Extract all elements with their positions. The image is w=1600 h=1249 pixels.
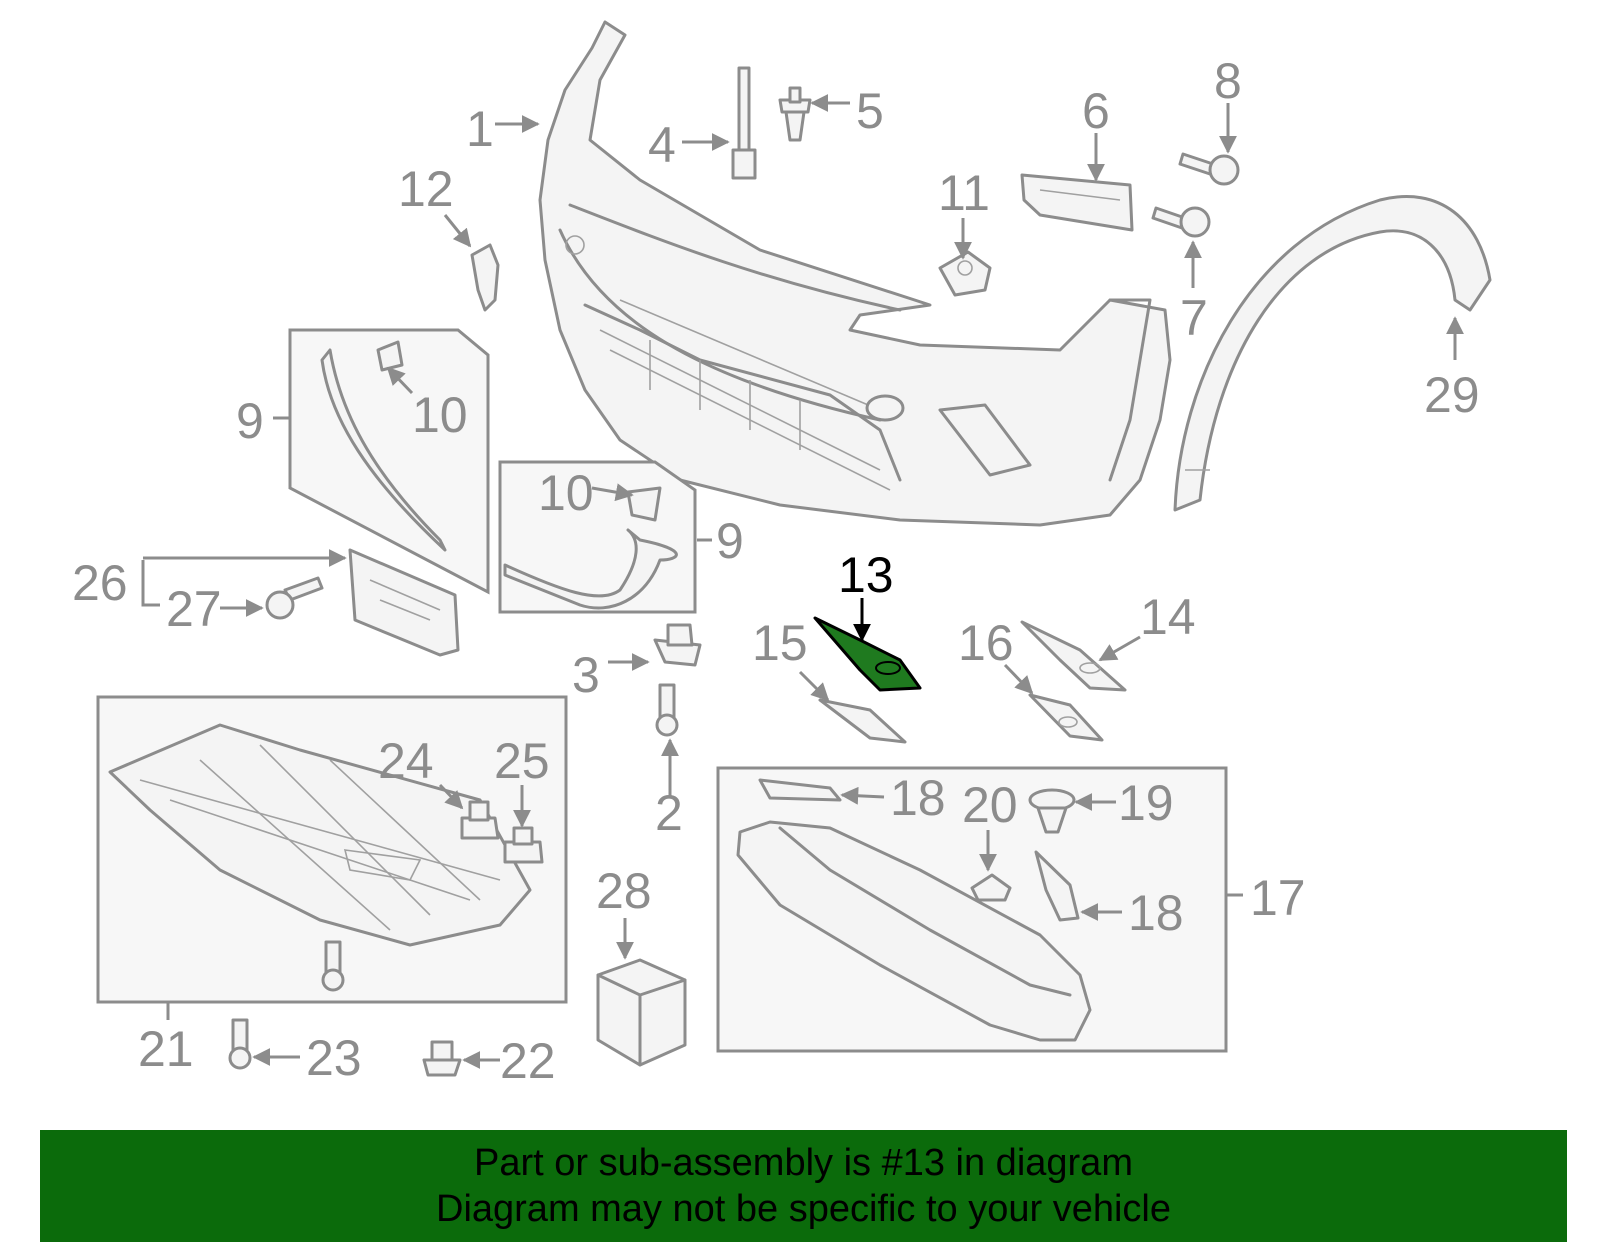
molding-box-left	[288, 328, 490, 595]
banner-line-1: Part or sub-assembly is #13 in diagram	[474, 1142, 1133, 1184]
clip-22[interactable]	[422, 1040, 462, 1077]
callout-23: 23	[306, 1030, 362, 1086]
callout-28: 28	[596, 863, 652, 919]
callout-3: 3	[572, 647, 600, 703]
bolt-7[interactable]	[1151, 206, 1211, 238]
clip-19[interactable]	[1028, 788, 1076, 834]
callout-29: 29	[1424, 367, 1480, 423]
clip-25[interactable]	[503, 826, 544, 864]
bolt-8[interactable]	[1178, 152, 1240, 186]
part-18-lower[interactable]	[1034, 850, 1080, 922]
molding-box-center	[498, 460, 697, 614]
bolt-2[interactable]	[655, 683, 679, 737]
license-bracket-26[interactable]	[348, 548, 460, 657]
sensor-28[interactable]	[596, 958, 687, 1067]
callout-11: 11	[938, 165, 990, 221]
part-18-upper[interactable]	[758, 778, 842, 802]
nut-20[interactable]	[970, 873, 1012, 902]
bumper-cover[interactable]	[538, 20, 1172, 527]
callout-22: 22	[500, 1033, 556, 1089]
part-16[interactable]	[1028, 693, 1104, 742]
bolt-23[interactable]	[228, 1018, 252, 1070]
callout-2: 2	[655, 785, 683, 841]
callout-21: 21	[138, 1021, 194, 1077]
clip-5[interactable]	[778, 86, 812, 142]
nut-11[interactable]	[938, 250, 992, 297]
banner-line-2: Diagram may not be specific to your vehi…	[436, 1188, 1171, 1230]
callout-12: 12	[398, 161, 454, 217]
callout-7: 7	[1180, 290, 1208, 346]
highlighted-part-13[interactable]	[813, 616, 922, 692]
rivet-4[interactable]	[731, 66, 757, 180]
bolt-27[interactable]	[265, 576, 324, 620]
callout-9-left: 9	[236, 393, 264, 449]
callout-9-center: 9	[716, 513, 744, 569]
callout-10-center: 10	[538, 465, 594, 521]
callout-1: 1	[466, 101, 494, 157]
callout-10-left: 10	[412, 387, 468, 443]
callout-15: 15	[752, 615, 808, 671]
callout-19: 19	[1118, 775, 1174, 831]
callout-14: 14	[1140, 589, 1196, 645]
callout-labels: 1 2 3 4 5 6 7 8 9 9 10 10 11 12 13 14 15…	[72, 53, 1480, 1089]
part-15[interactable]	[818, 698, 907, 744]
callout-18-upper: 18	[890, 770, 946, 826]
info-banner: Part or sub-assembly is #13 in diagram D…	[40, 1130, 1567, 1242]
parts-diagram: 1 2 3 4 5 6 7 8 9 9 10 10 11 12 13 14 15…	[72, 20, 1492, 1089]
callout-18-lower: 18	[1128, 885, 1184, 941]
callout-25: 25	[494, 733, 550, 789]
wheel-arch-moulding-29[interactable]	[1173, 195, 1492, 512]
bracket-12[interactable]	[470, 243, 500, 312]
callout-8: 8	[1214, 53, 1242, 109]
bracket-6[interactable]	[1020, 173, 1134, 232]
clip-24[interactable]	[460, 800, 500, 840]
clip-3[interactable]	[653, 623, 702, 667]
callout-26: 26	[72, 555, 128, 611]
bolt-undercover[interactable]	[321, 940, 345, 992]
callout-20: 20	[962, 777, 1018, 833]
callout-27: 27	[166, 581, 222, 637]
callout-17: 17	[1250, 870, 1306, 926]
callout-4: 4	[648, 117, 676, 173]
callout-5: 5	[856, 83, 884, 139]
absorber-box-17	[716, 766, 1228, 1053]
callout-16: 16	[958, 615, 1014, 671]
callout-13: 13	[838, 547, 894, 603]
callout-24: 24	[378, 733, 434, 789]
undercover-box-21	[96, 695, 568, 1004]
leader-lines	[141, 94, 1464, 1069]
part-14[interactable]	[1020, 620, 1127, 692]
callout-6: 6	[1082, 83, 1110, 139]
